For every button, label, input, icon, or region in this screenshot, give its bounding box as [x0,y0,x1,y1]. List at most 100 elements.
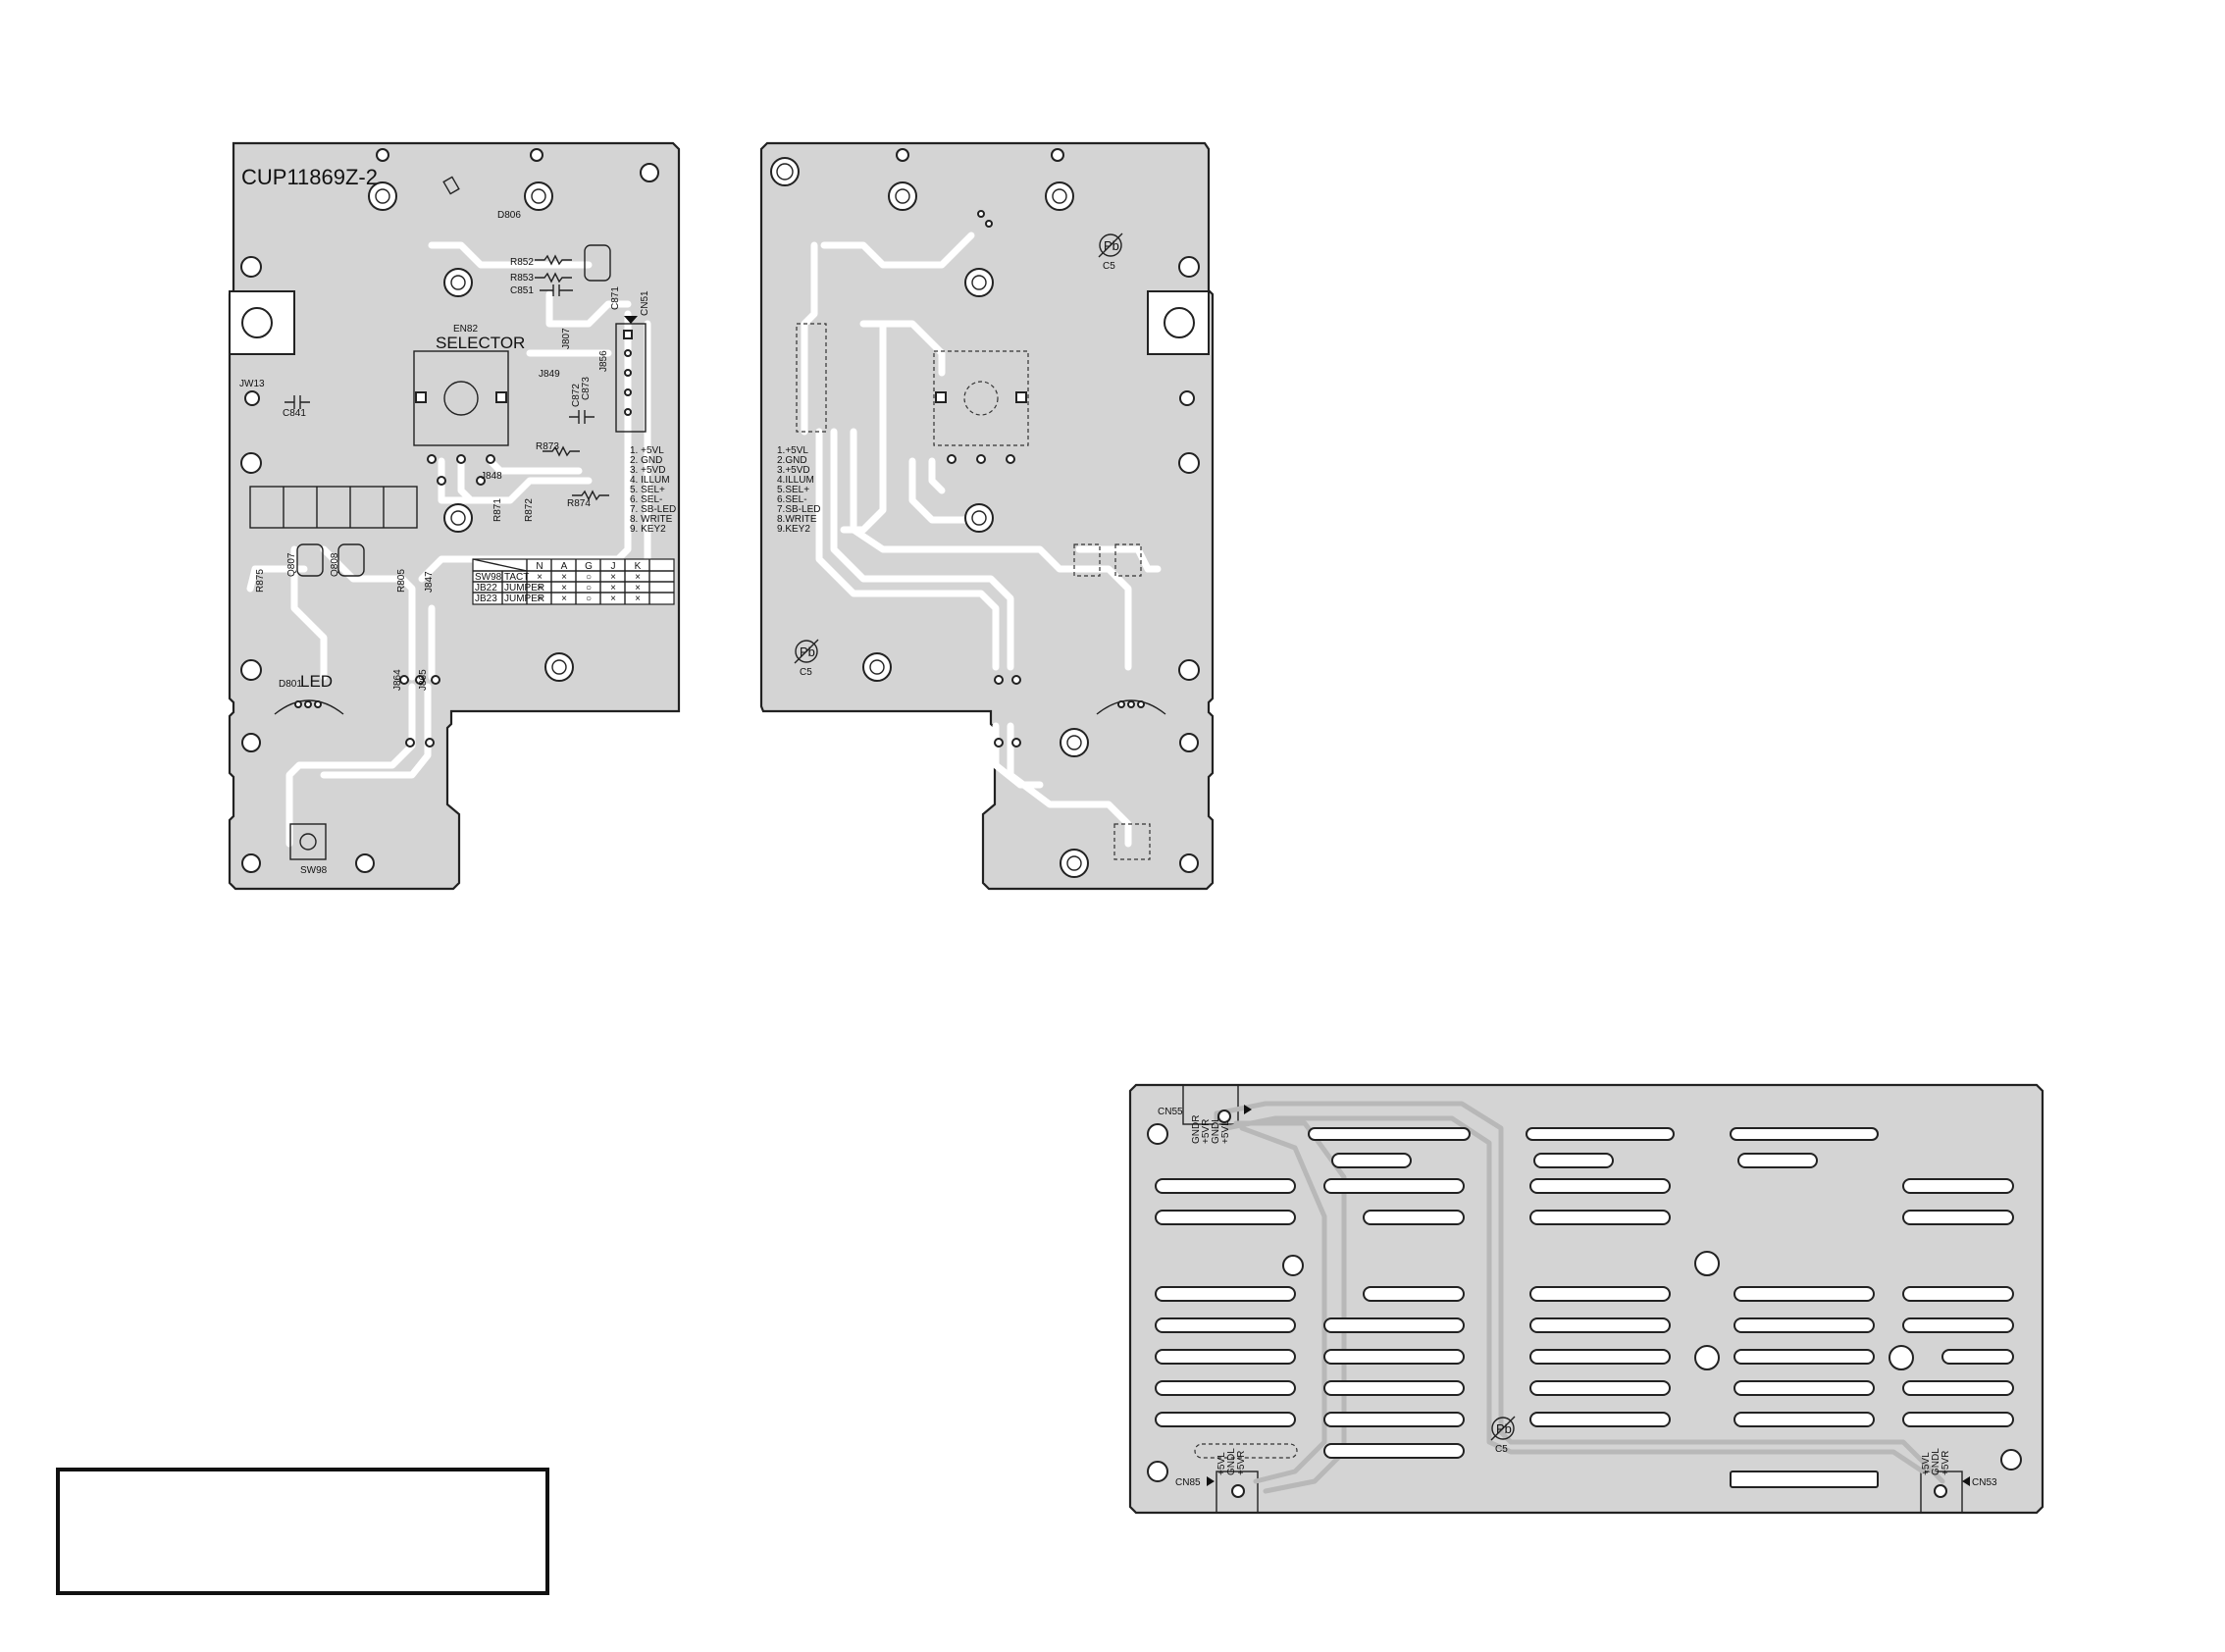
svg-text:5. SEL+: 5. SEL+ [630,485,665,495]
svg-text:7.SB-LED: 7.SB-LED [777,504,820,515]
board-right-back: Pb C5 Pb C5 1.+5VL 2.GND 3.+5VD 4.ILLUM … [759,141,1215,891]
cn85-pin-labels: +5VL GNDL +5VR [1216,1448,1247,1475]
svg-text:R871: R871 [492,498,503,522]
svg-text:Pb: Pb [1104,238,1119,253]
svg-text:3. +5VD: 3. +5VD [630,465,665,476]
variant-table: N A G J K SW98 TACT × × ○ × × JB22 JUMPE… [472,558,675,605]
selector-ref: EN82 [453,324,478,335]
table-head-k: K [635,561,642,572]
mount-hole [530,148,543,162]
svg-text:Q807: Q807 [286,552,297,577]
table-cell: × [635,594,641,604]
svg-text:R853: R853 [510,273,534,284]
pb-mark: Pb C5 [1098,232,1123,272]
mount-hole [1178,659,1200,681]
svg-text:Pb: Pb [800,645,815,659]
table-head-a: A [561,561,568,572]
transistor-outline [1073,543,1101,577]
mount-hole [1178,452,1200,474]
connector-cn55-outline [1182,1084,1239,1125]
marking-boxes [249,486,418,529]
svg-text:R872: R872 [524,498,535,522]
svg-text:J865: J865 [418,669,429,691]
table-cell: ○ [586,583,592,594]
pin1-marker [1207,1476,1215,1486]
svg-text:C5: C5 [800,667,812,678]
table-cell: × [610,572,616,583]
board-right-notch [1147,290,1210,355]
mount-hole [1178,256,1200,278]
connector-cn51 [615,316,647,433]
selector-label: SELECTOR [436,334,525,352]
table-cell: TACT [504,572,529,583]
table-cell: × [537,572,543,583]
mount-hole [240,452,262,474]
connector-cn53-outline [1920,1471,1963,1514]
copper-traces [801,232,1162,848]
board-bottom: CN55 CN85 CN53 GNDR +5VR GNDL +5VL +5VL … [1128,1083,2044,1515]
mount-hole [355,853,375,873]
table-cell: × [537,583,543,594]
svg-text:6. SEL-: 6. SEL- [630,494,662,505]
table-cell: × [635,583,641,594]
svg-text:8. WRITE: 8. WRITE [630,514,673,525]
mount-hole [240,256,262,278]
svg-text:J807: J807 [561,328,572,349]
svg-text:1. +5VL: 1. +5VL [630,445,664,456]
selector-encoder [413,350,509,486]
copper-traces [1214,1101,1945,1494]
mount-hole [896,148,909,162]
connector-cn85-outline [1216,1471,1259,1514]
led-arc [274,699,344,715]
connector-pin-list: 1. +5VL 2. GND 3. +5VD 4. ILLUM 5. SEL+ … [630,445,676,535]
connector-cn85-label: CN85 [1175,1477,1201,1488]
svg-text:5.SEL+: 5.SEL+ [777,485,809,495]
table-cell: JB22 [475,583,497,594]
svg-text:GNDR: GNDR [1191,1115,1202,1144]
svg-text:+5VR: +5VR [1940,1451,1951,1475]
encoder-outline [933,350,1029,464]
svg-text:R874: R874 [567,498,591,509]
mount-hole [1051,148,1064,162]
mount-hole [640,163,659,182]
table-head-j: J [611,561,616,572]
pb-mark: Pb C5 [1490,1416,1516,1455]
table-cell: JB23 [475,594,497,604]
svg-text:9.KEY2: 9.KEY2 [777,524,810,535]
svg-text:9. KEY2: 9. KEY2 [630,524,666,535]
svg-text:C871: C871 [610,286,621,310]
svg-text:4. ILLUM: 4. ILLUM [630,475,670,486]
table-cell: ○ [586,594,592,604]
svg-text:6.SEL-: 6.SEL- [777,494,807,505]
pin1-marker [1962,1476,1970,1486]
mount-hole [240,659,262,681]
component-marks [285,176,611,860]
table-cell: × [561,583,567,594]
board-left-front: N A G J K SW98 TACT × × ○ × × JB22 JUMPE… [228,141,681,891]
table-cell: × [635,572,641,583]
switch-outline [1113,823,1151,860]
table-head-g: G [585,561,593,572]
svg-text:C851: C851 [510,285,534,296]
svg-text:CN51: CN51 [640,290,650,316]
table-cell: × [537,594,543,604]
svg-text:+5VL: +5VL [1921,1452,1932,1475]
connector-outline [796,323,827,433]
svg-text:2.GND: 2.GND [777,455,807,466]
pin1-marker [1244,1105,1252,1114]
table-cell: JUMPER [504,594,544,604]
mount-holes [1147,1110,2022,1498]
svg-text:C841: C841 [283,408,306,419]
svg-text:JW13: JW13 [239,379,265,389]
svg-text:R805: R805 [396,569,407,593]
part-number: CUP11869Z-2 [241,165,378,189]
mount-hole [1164,307,1195,338]
mount-hole [241,307,273,338]
cn55-pin-labels: GNDR +5VR GNDL +5VL [1191,1115,1231,1144]
table-cell: × [561,572,567,583]
table-cell: × [561,594,567,604]
svg-text:R873: R873 [536,441,559,452]
table-head-n: N [536,561,543,572]
mount-hole [241,853,261,873]
svg-text:R875: R875 [255,569,266,593]
